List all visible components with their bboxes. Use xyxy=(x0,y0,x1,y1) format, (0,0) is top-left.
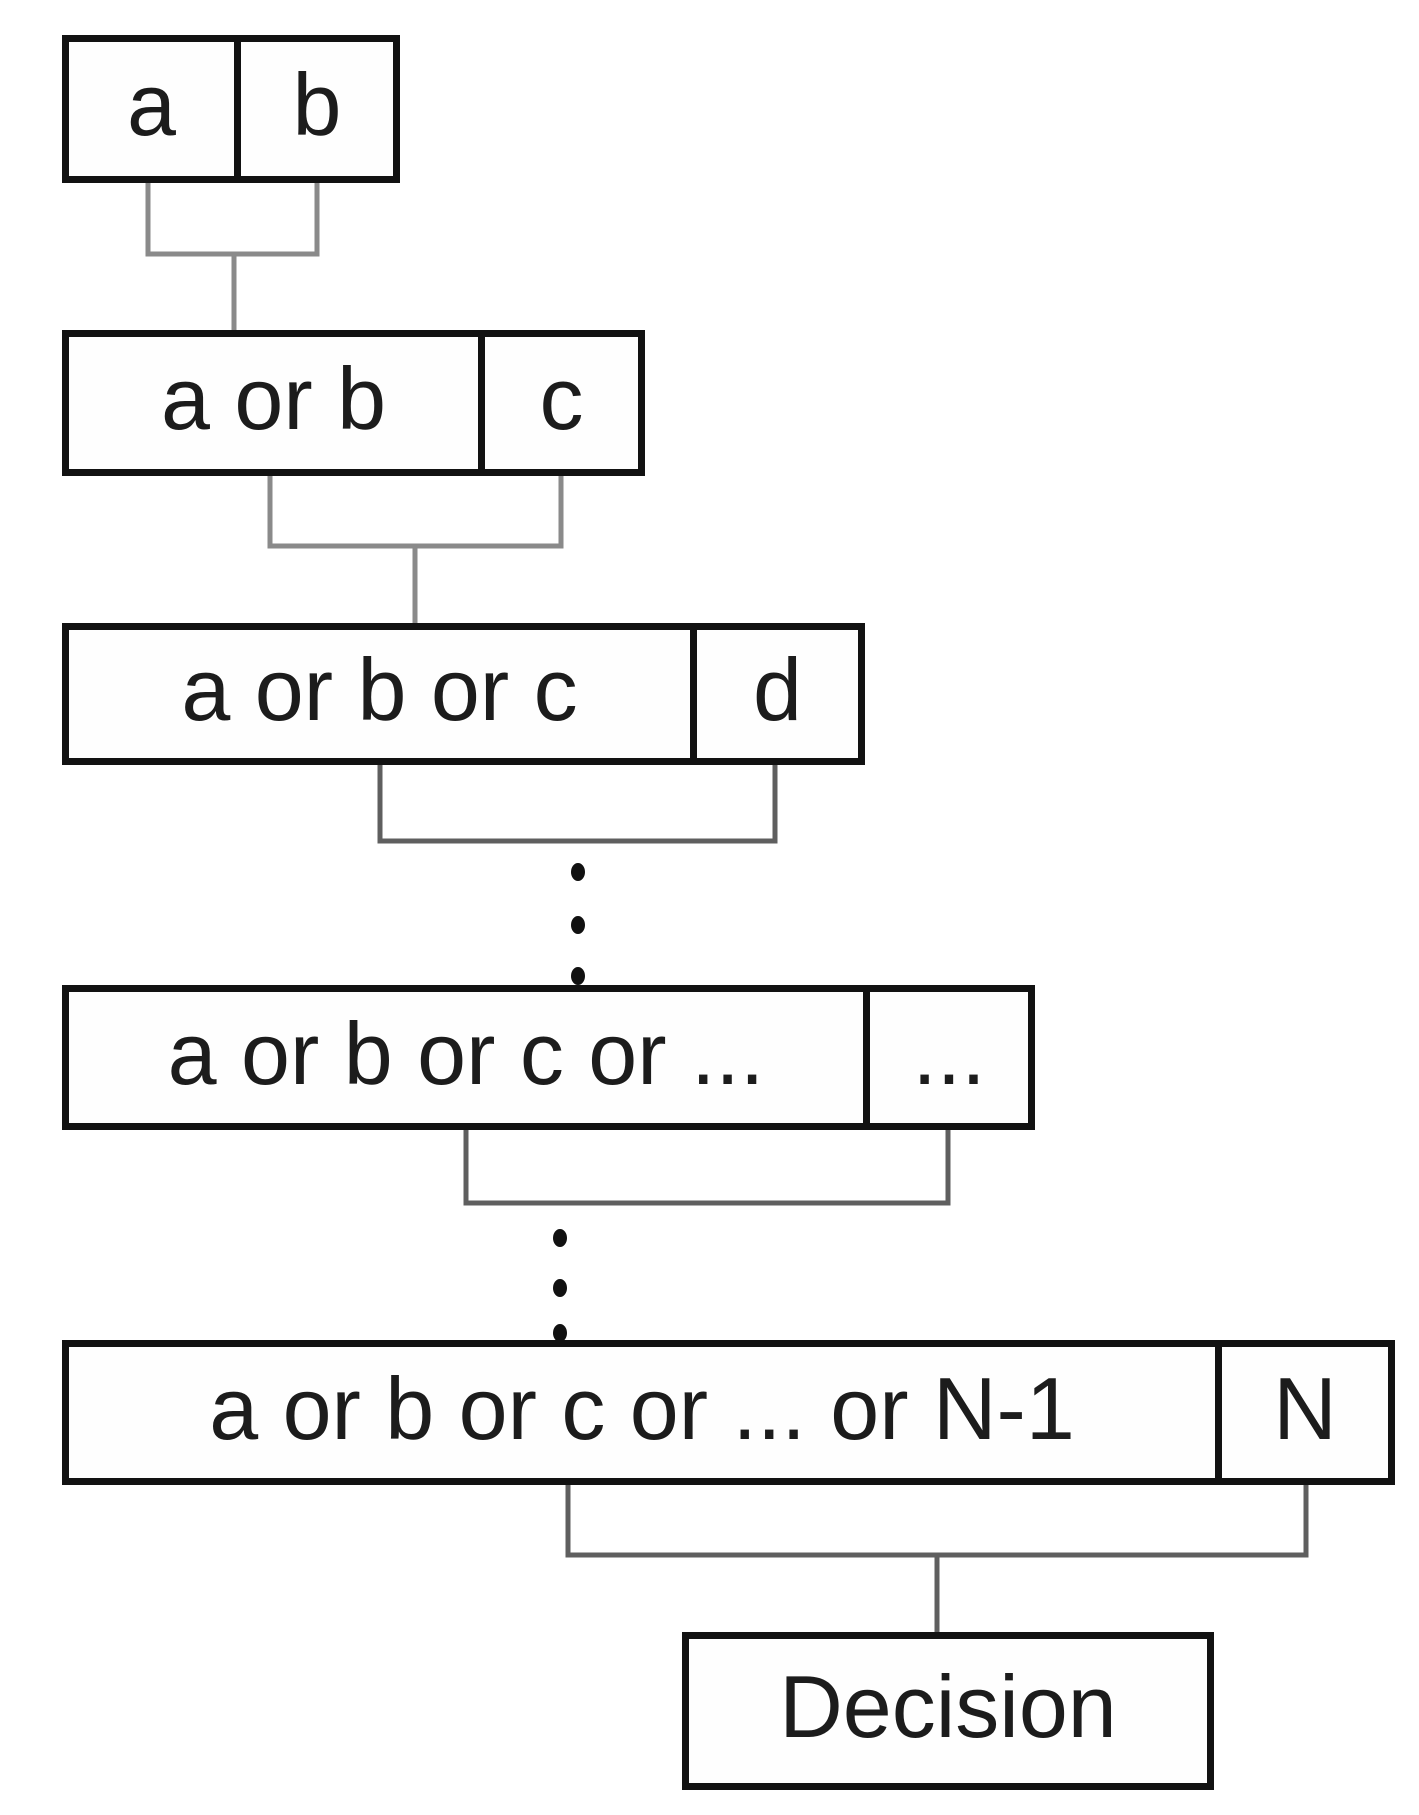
merge-box-5: a or b or c or ... or N-1 N xyxy=(62,1340,1395,1485)
bracket-4 xyxy=(463,1130,951,1206)
box1-cell-right: b xyxy=(234,42,393,176)
box4-cell-left: a or b or c or ... xyxy=(167,1003,765,1103)
bracket-1 xyxy=(145,183,320,332)
decision-label: Decision xyxy=(779,1657,1117,1756)
box2-cell-left: a or b xyxy=(160,349,387,448)
ellipsis-dots-2 xyxy=(553,1229,567,1342)
decision-box: Decision xyxy=(682,1632,1214,1790)
bracket-2 xyxy=(267,476,564,625)
merge-box-3: a or b or c d xyxy=(62,623,865,765)
bracket-3 xyxy=(377,765,778,844)
merge-box-4: a or b or c or ... ... xyxy=(62,985,1035,1130)
box2-cell-right: c xyxy=(478,337,638,469)
box5-cell-right: N xyxy=(1215,1347,1388,1478)
box4-cell-right: ... xyxy=(863,992,1028,1123)
box1-cell-left: a xyxy=(127,55,176,154)
box5-cell-left: a or b or c or ... or N-1 xyxy=(209,1358,1075,1458)
merge-box-2: a or b c xyxy=(62,330,645,476)
box3-cell-right: d xyxy=(690,630,858,758)
ellipsis-dots-1 xyxy=(571,863,585,985)
merge-box-1: a b xyxy=(62,35,400,183)
box3-cell-left: a or b or c xyxy=(181,640,578,739)
bracket-5 xyxy=(565,1485,1309,1634)
